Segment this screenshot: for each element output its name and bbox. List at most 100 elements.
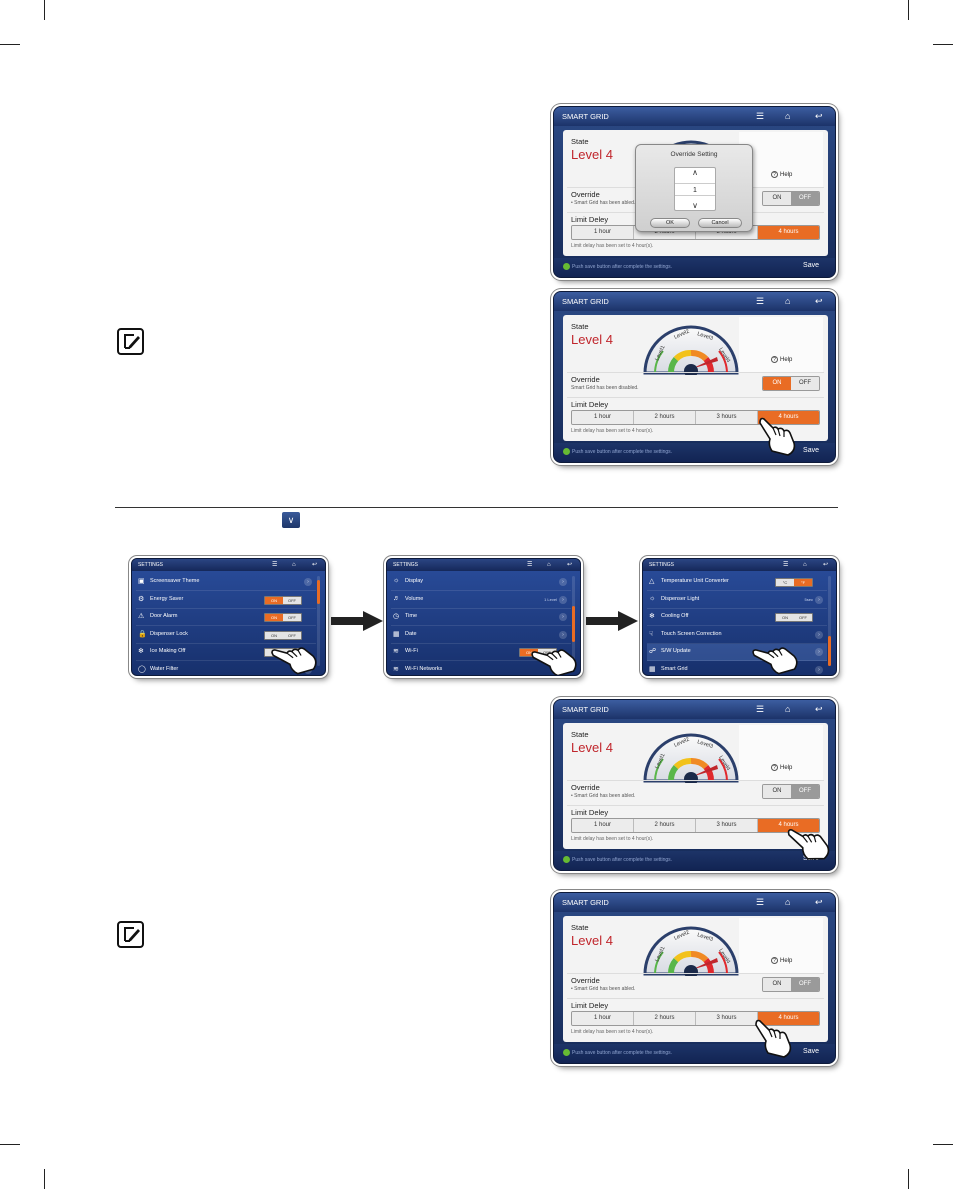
back-icon[interactable]: ↩ <box>815 111 823 121</box>
limit-option-3[interactable]: 3 hours <box>696 411 758 424</box>
toggle-first-option[interactable]: ON <box>776 614 794 621</box>
chevron-right-icon[interactable]: › <box>815 665 823 674</box>
settings-row[interactable]: ▣ Screensaver Theme› <box>136 574 316 591</box>
chevron-down-icon[interactable]: ∨ <box>692 201 698 210</box>
limit-option-2[interactable]: 2 hours <box>634 411 696 424</box>
toggle-first-option[interactable]: ON <box>265 596 283 604</box>
help-button[interactable]: ?Help <box>771 957 792 964</box>
back-icon[interactable]: ↩ <box>823 562 829 568</box>
home-icon[interactable]: ⌂ <box>292 562 296 568</box>
toggle-second-option[interactable]: OFF <box>283 631 301 639</box>
settings-row[interactable]: ☼ Display› <box>391 574 571 591</box>
toggle-first-option[interactable]: ON <box>265 631 283 639</box>
home-icon[interactable]: ⌂ <box>785 704 791 714</box>
chevron-right-icon[interactable]: › <box>559 595 567 604</box>
override-off-button[interactable]: OFF <box>791 785 819 798</box>
settings-row[interactable]: ▦ Date› <box>391 627 571 644</box>
override-off-button[interactable]: OFF <box>791 377 819 390</box>
ok-button[interactable]: OK <box>650 218 690 228</box>
scroll-down-button[interactable]: ∨ <box>282 512 300 528</box>
chevron-right-icon[interactable]: › <box>559 613 567 621</box>
home-icon[interactable]: ⌂ <box>803 562 807 568</box>
override-on-button[interactable]: ON <box>763 978 791 991</box>
back-icon[interactable]: ↩ <box>312 562 318 568</box>
limit-option-4[interactable]: 4 hours <box>758 411 819 424</box>
toggle-first-option[interactable]: °C <box>776 579 794 586</box>
save-button[interactable]: Save <box>803 262 819 269</box>
shopping-list-icon[interactable]: ☰ <box>756 897 765 907</box>
save-button[interactable]: Save <box>803 1048 819 1055</box>
shopping-list-icon[interactable]: ☰ <box>272 562 278 568</box>
settings-row[interactable]: ◷ Time› <box>391 609 571 626</box>
scroll-thumb[interactable] <box>317 580 320 604</box>
toggle-second-option[interactable]: OFF <box>794 614 812 621</box>
override-toggle[interactable]: ON OFF <box>762 191 820 206</box>
help-button[interactable]: ?Help <box>771 356 792 363</box>
limit-option-3[interactable]: 3 hours <box>696 819 758 832</box>
override-on-button[interactable]: ON <box>763 192 791 205</box>
limit-option-1[interactable]: 1 hour <box>572 1012 634 1025</box>
toggle-second-option[interactable]: OFF <box>538 649 556 656</box>
limit-option-1[interactable]: 1 hour <box>572 411 634 424</box>
chevron-right-icon[interactable]: › <box>815 595 823 604</box>
toggle-first-option[interactable]: ON <box>520 649 538 656</box>
toggle-first-option[interactable]: ON <box>265 614 283 621</box>
scrollbar[interactable] <box>572 576 575 666</box>
scroll-thumb[interactable] <box>572 606 575 642</box>
toggle-second-option[interactable]: OFF <box>283 614 301 621</box>
shopping-list-icon[interactable]: ☰ <box>756 704 765 714</box>
chevron-right-icon[interactable]: › <box>815 630 823 639</box>
shopping-list-icon[interactable]: ☰ <box>756 296 765 306</box>
limit-option-1[interactable]: 1 hour <box>572 819 634 832</box>
settings-row[interactable]: ☟ Touch Screen Correction› <box>647 627 827 644</box>
back-icon[interactable]: ↩ <box>815 897 823 907</box>
override-off-button[interactable]: OFF <box>791 192 819 205</box>
settings-row[interactable]: △ Temperature Unit Converter°C°F <box>647 574 827 591</box>
chevron-right-icon[interactable]: › <box>559 578 567 586</box>
help-button[interactable]: ?Help <box>771 764 792 771</box>
override-toggle[interactable]: ON OFF <box>762 376 820 391</box>
shopping-list-icon[interactable]: ☰ <box>756 111 765 121</box>
override-on-button[interactable]: ON <box>763 377 791 390</box>
override-off-button[interactable]: OFF <box>791 978 819 991</box>
shopping-list-icon[interactable]: ☰ <box>783 562 789 568</box>
row-toggle[interactable]: °C°F <box>775 578 813 587</box>
help-button[interactable]: ?Help <box>771 171 792 178</box>
home-icon[interactable]: ⌂ <box>785 111 791 121</box>
back-icon[interactable]: ↩ <box>567 562 573 568</box>
limit-option-2[interactable]: 2 hours <box>634 819 696 832</box>
scroll-thumb[interactable] <box>828 636 831 666</box>
shopping-list-icon[interactable]: ☰ <box>527 562 533 568</box>
home-icon[interactable]: ⌂ <box>547 562 551 568</box>
override-stepper[interactable]: ∧ 1 ∨ <box>674 167 716 211</box>
back-icon[interactable]: ↩ <box>815 704 823 714</box>
save-button[interactable]: Save <box>803 447 819 454</box>
scrollbar[interactable] <box>317 576 320 666</box>
override-on-button[interactable]: ON <box>763 785 791 798</box>
limit-option-1[interactable]: 1 hour <box>572 226 634 239</box>
settings-row[interactable]: ▦ Smart Grid› <box>647 662 827 676</box>
chevron-right-icon[interactable]: › <box>304 578 312 586</box>
limit-option-4[interactable]: 4 hours <box>758 819 819 832</box>
toggle-second-option[interactable]: °F <box>794 579 812 586</box>
limit-option-3[interactable]: 3 hours <box>696 1012 758 1025</box>
chevron-right-icon[interactable]: › <box>815 648 823 656</box>
back-icon[interactable]: ↩ <box>815 296 823 306</box>
chevron-right-icon[interactable]: › <box>559 630 567 639</box>
home-icon[interactable]: ⌂ <box>785 897 791 907</box>
chevron-up-icon[interactable]: ∧ <box>692 168 698 177</box>
override-toggle[interactable]: ON OFF <box>762 977 820 992</box>
